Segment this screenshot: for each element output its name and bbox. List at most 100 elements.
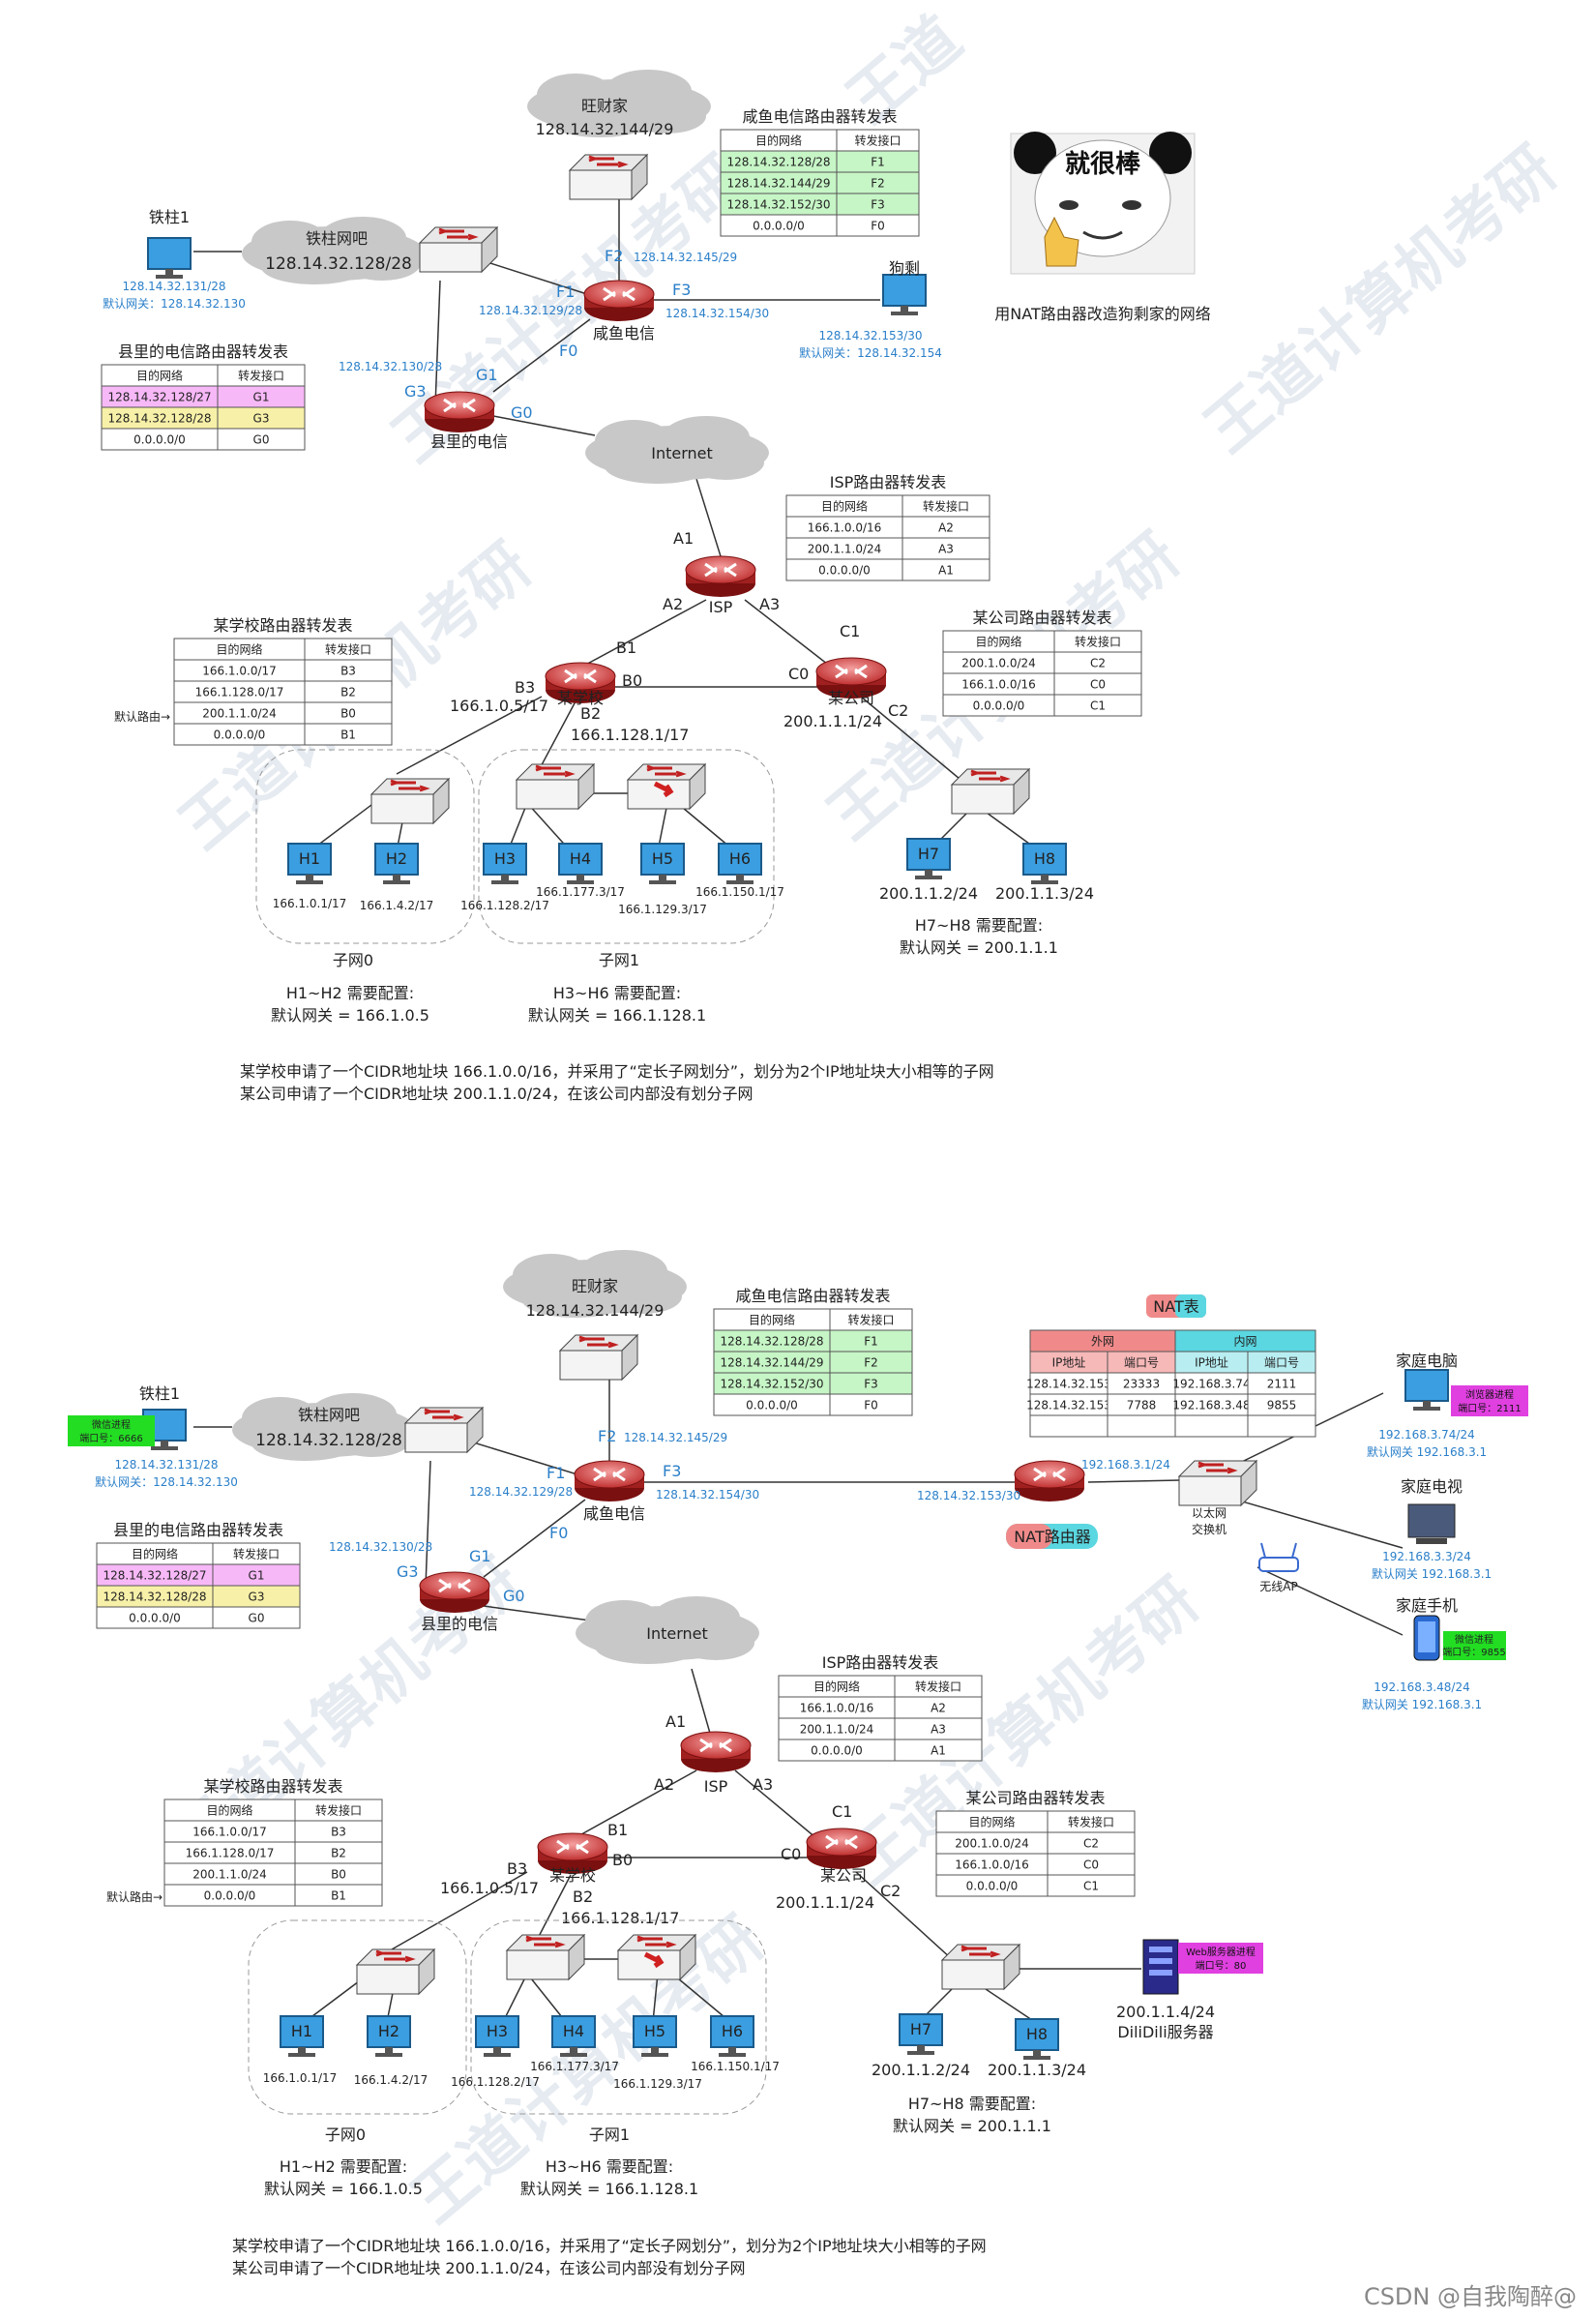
school-table-cell: 166.1.0.0/17 [202,664,277,677]
b-note1: 某学校申请了一个CIDR地址块 166.1.0.0/16，并采用了“定长子网划分… [232,2237,987,2255]
b-cfg0a: H1~H2 需要配置: [280,2157,407,2176]
b2-label: B2 [580,704,601,723]
h5-label: H5 [652,849,673,868]
b2-ip: 166.1.128.1/17 [571,726,689,744]
b-tiezhuwangba-net: 128.14.32.128/28 [255,1431,402,1450]
h1-label: H1 [299,849,320,868]
school-table-cell: B0 [340,706,356,720]
b-xianyu-table-cell: F1 [864,1334,878,1348]
subnet1-switch-a [515,762,596,811]
nat-title: NAT表 [1153,1297,1198,1316]
h2-label: H2 [386,849,407,868]
web-p1: Web服务器进程 [1186,1946,1256,1958]
b-c0-label: C0 [781,1845,801,1863]
tiezhu-switch [418,225,499,274]
subnet0-boundary [255,749,475,944]
b-cfg1b: 默认网关 = 166.1.128.1 [520,2180,698,2198]
xianyu-table-cell: F0 [871,219,885,232]
h2-ip: 166.1.4.2/17 [360,899,434,912]
b-isp-router [679,1730,753,1774]
b-h3-ip: 166.1.128.2/17 [451,2075,540,2089]
b-xianyu-table-cell: 128.14.32.128/28 [720,1334,823,1348]
b-h3-label: H3 [487,2022,508,2040]
b-c1-label: C1 [832,1802,852,1821]
company-table-cell: 200.1.0.0/24 [961,656,1036,669]
school-table-cell: B2 [340,685,356,699]
wangcaijia-switch [568,153,649,201]
county-table-cell: G0 [253,432,270,446]
county-table-title: 县里的电信路由器转发表 [118,342,288,361]
b-f3-ip: 128.14.32.154/30 [656,1488,759,1501]
b-h1-ip: 166.1.0.1/17 [263,2071,338,2085]
tiezhu1-gw: 默认网关：128.14.32.130 [103,296,246,311]
b3-ip: 166.1.0.5/17 [450,697,548,715]
b-tiezhu-switch [403,1406,485,1454]
subnet0-switch [369,777,451,825]
nat-cell: 端口号 [1124,1355,1159,1369]
b-isp-table-cell: A3 [931,1722,946,1736]
b-g0-label: G0 [503,1587,525,1605]
xianyu-table-cell: 128.14.32.144/29 [726,176,830,190]
f3-label: F3 [672,281,691,299]
cfg0b: 默认网关 = 166.1.0.5 [271,1006,429,1025]
isp-table-cell: A3 [938,542,954,555]
b-company-table-cell: C0 [1083,1858,1099,1871]
isp-table-cell: A1 [938,563,954,577]
xianyu-label: 咸鱼电信 [593,324,655,342]
tiezhuwangba-label: 铁柱网吧 [306,229,368,248]
h8-label: H8 [1034,849,1055,868]
b-b0-label: B0 [612,1851,633,1869]
h5-ip: 166.1.129.3/17 [618,903,707,916]
b-school-table-cell: B2 [331,1846,346,1859]
b-b2-ip: 166.1.128.1/17 [561,1909,679,1927]
browser-p2: 端口号：2111 [1458,1402,1521,1414]
b-h7-label: H7 [910,2020,931,2038]
b-xianyu-table-cell: F0 [864,1398,878,1412]
nat-router-label: NAT路由器 [1014,1528,1090,1546]
b-isp-table-cell: 转发接口 [915,1679,961,1693]
b-cfg0b: 默认网关 = 166.1.0.5 [264,2180,423,2198]
school-table-cell: B1 [340,728,356,741]
h6-ip: 166.1.150.1/17 [695,885,784,899]
note2: 某公司申请了一个CIDR地址块 200.1.1.0/24，在该公司内部没有划分子… [240,1085,754,1103]
meme-image: 就很棒 [1010,132,1196,275]
nat-header: 内网 [1233,1334,1256,1348]
b-tiezhu1-gw: 默认网关：128.14.32.130 [95,1474,238,1489]
nat-header: 外网 [1091,1334,1114,1348]
b-f1-ip: 128.14.32.129/28 [469,1485,573,1499]
company-table-cell: 目的网络 [975,634,1021,648]
b-county-table-cell: 目的网络 [132,1546,178,1561]
b-b3-ip: 166.1.0.5/17 [440,1879,539,1897]
wx-process-badge [68,1415,155,1446]
home-phone [1413,1615,1440,1661]
cfg0a: H1~H2 需要配置: [286,984,414,1002]
internet-label: Internet [651,444,713,462]
h4-label: H4 [570,849,591,868]
b-county-table-cell: 128.14.32.128/27 [103,1568,206,1582]
home-pc [1404,1369,1449,1412]
b-subnet0-switch [355,1947,436,1996]
home-switch [1177,1459,1258,1507]
b-wangcaijia-switch [558,1333,639,1382]
footer: CSDN @自我陶醉@ [1364,2283,1577,2310]
bottom-iface-labels: F2 128.14.32.145/29 F1 128.14.32.129/28 … [329,1427,901,1927]
b-g1-label: G1 [469,1547,491,1565]
isp-label: ISP [709,598,733,616]
b-isp-table-cell: 目的网络 [813,1679,860,1693]
c1-label: C1 [840,622,860,640]
b-h6-label: H6 [722,2022,743,2040]
school-table-cell: B3 [340,664,356,677]
home-tv [1407,1503,1456,1544]
b-xianyu-table-cell: 目的网络 [749,1312,795,1326]
gousheng-label: 狗剩 [889,259,920,278]
b-xianyu-router [573,1459,646,1503]
county-table-cell: 128.14.32.128/28 [107,411,211,425]
isp-router [684,554,757,599]
company-switch [950,767,1031,816]
b-xianyu-table-cell: F3 [864,1377,878,1390]
ap-label: 无线AP [1259,1580,1297,1593]
